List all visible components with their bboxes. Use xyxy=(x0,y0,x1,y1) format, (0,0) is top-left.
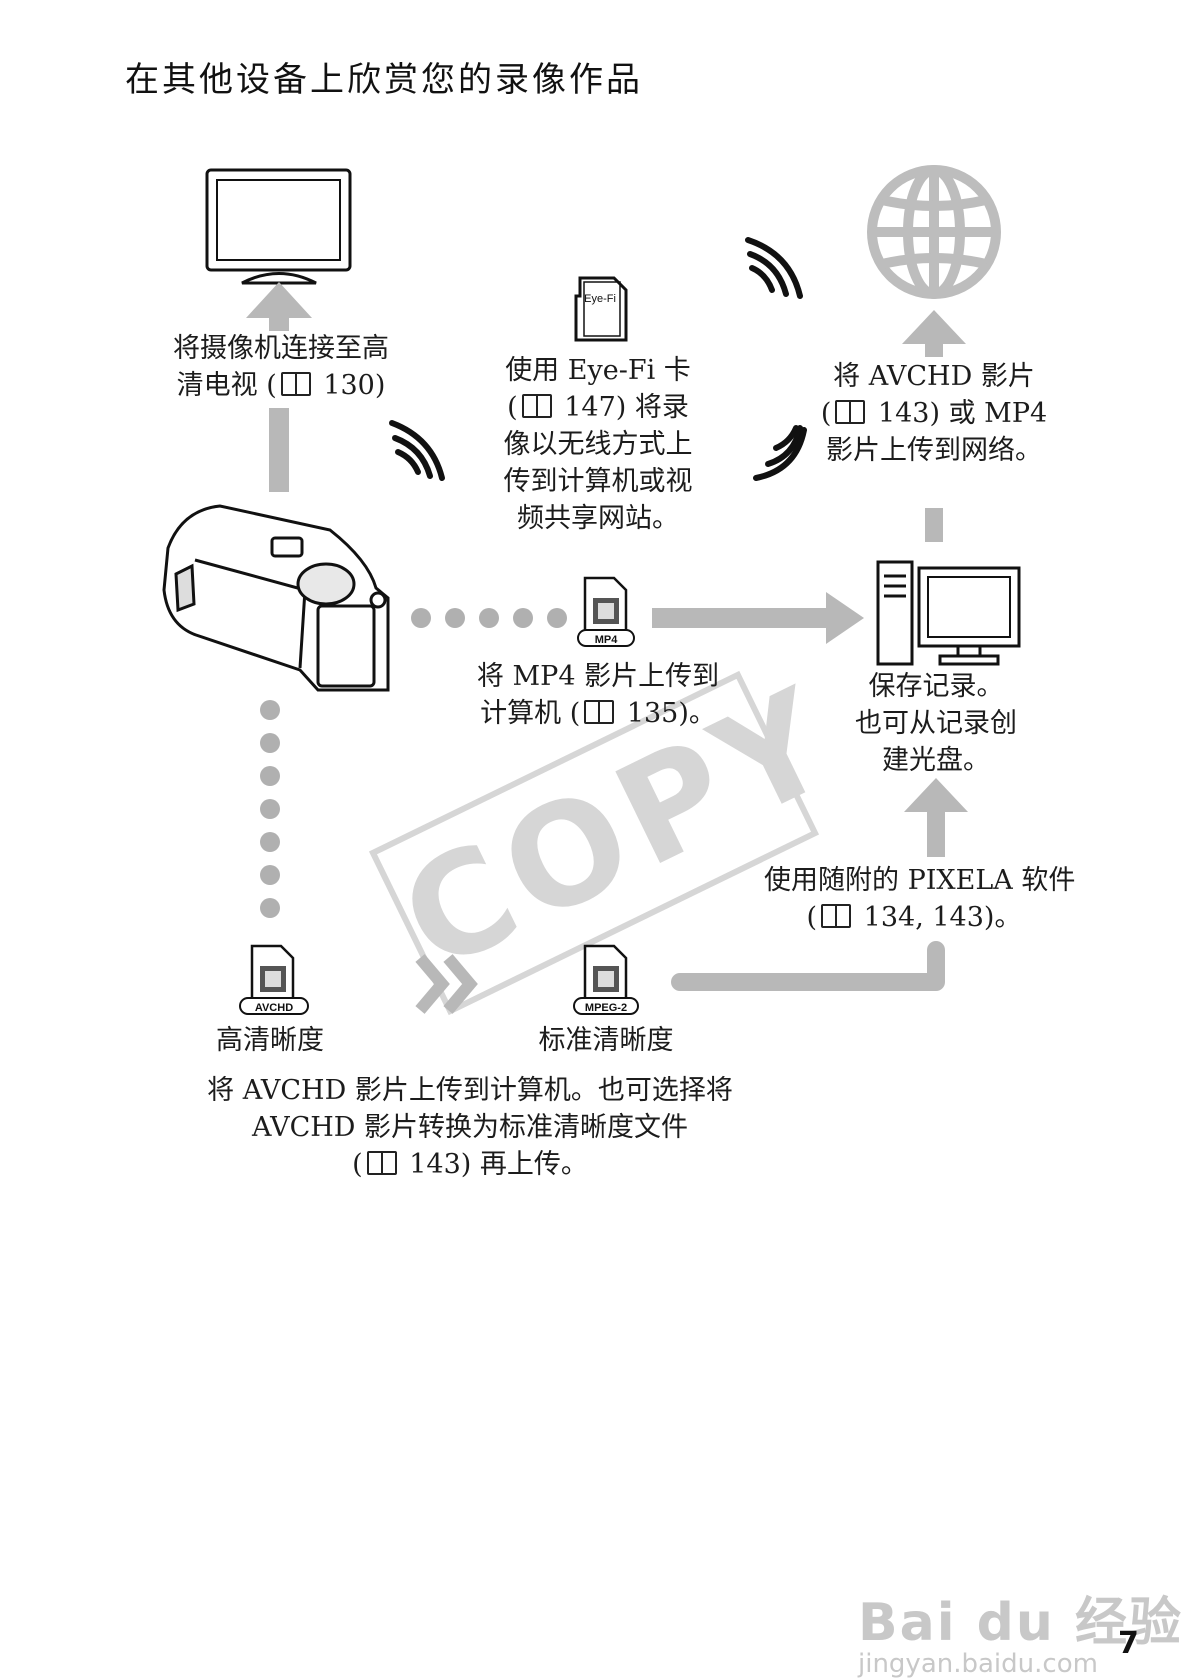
book-icon xyxy=(280,372,311,396)
mp4-file-icon xyxy=(577,576,635,647)
camcorder-icon xyxy=(162,504,390,692)
eyefi-caption-line4: 传到计算机或视 xyxy=(503,466,693,497)
pixela-caption-line2: ( 134, 143)。 xyxy=(764,899,1064,936)
convert-caption-line3: ( 143) 再上传。 xyxy=(170,1146,770,1183)
arrow-pixela-up xyxy=(904,778,968,857)
pc-caption-line3: 建光盘。 xyxy=(882,745,990,776)
tv-caption-line2-a: 清电视 ( xyxy=(176,370,277,401)
avchd-caption: 高清晰度 xyxy=(190,1022,350,1059)
eyefi-caption-line2-a: ( xyxy=(507,392,518,423)
mp4-file-label: MP4 xyxy=(595,634,619,646)
avchd-file-label: AVCHD xyxy=(255,1002,293,1014)
pixela-caption-line2-a: ( xyxy=(806,902,818,933)
tv-caption: 将摄像机连接至高 清电视 ( 130) xyxy=(150,330,412,404)
eyefi-caption-line5: 频共享网站。 xyxy=(517,503,679,534)
pc-caption-line2: 也可从记录创 xyxy=(855,708,1017,739)
arrow-to-globe xyxy=(902,310,966,542)
dotted-line-avchd xyxy=(260,700,280,918)
mpeg2-file-icon xyxy=(573,944,639,1015)
book-icon xyxy=(821,904,852,928)
dotted-line-mp4 xyxy=(411,608,567,628)
pixela-caption-line2-b: 134, 143)。 xyxy=(855,902,1022,933)
convert-caption-line2: AVCHD 影片转换为标准清晰度文件 xyxy=(251,1112,689,1143)
tv-icon xyxy=(205,168,352,285)
baidu-watermark: Bai du 经验 jingyan.baidu.com xyxy=(858,1580,1183,1679)
eyefi-caption-line2-b: 147) 将录 xyxy=(555,392,689,423)
web-caption-line3: 影片上传到网络。 xyxy=(826,435,1042,466)
mp4-caption-line2: 计算机 ( 135)。 xyxy=(468,695,728,732)
page-number: 7 xyxy=(1118,1626,1139,1661)
pc-caption: 保存记录。 也可从记录创 建光盘。 xyxy=(836,668,1036,779)
mp4-caption-line2-a: 计算机 ( xyxy=(480,698,581,729)
mpeg2-file-label: MPEG-2 xyxy=(585,1002,627,1014)
wireless-waves-camera xyxy=(389,420,445,481)
web-caption-line2: ( 143) 或 MP4 xyxy=(812,395,1056,432)
arrow-mpeg2-to-pc xyxy=(671,941,945,991)
globe-icon xyxy=(867,165,1001,299)
convert-caption-line1: 将 AVCHD 影片上传到计算机。也可选择将 xyxy=(207,1075,733,1106)
tv-caption-line1: 将摄像机连接至高 xyxy=(173,333,389,364)
watermark-url: jingyan.baidu.com xyxy=(858,1649,1098,1679)
web-caption-line1: 将 AVCHD 影片 xyxy=(833,361,1035,392)
tv-caption-line2-b: 130) xyxy=(314,370,386,401)
avchd-file-icon xyxy=(239,944,309,1015)
book-icon xyxy=(835,400,866,424)
web-caption: 将 AVCHD 影片 ( 143) 或 MP4 影片上传到网络。 xyxy=(812,358,1056,469)
eyefi-caption-line3: 像以无线方式上 xyxy=(503,429,693,460)
avchd-caption-text: 高清晰度 xyxy=(216,1025,324,1056)
arrow-to-tv xyxy=(246,282,312,492)
pc-icon xyxy=(876,560,1021,666)
page-title: 在其他设备上欣赏您的录像作品 xyxy=(125,60,643,100)
tv-caption-line2: 清电视 ( 130) xyxy=(150,367,412,404)
convert-caption-line3-a: ( xyxy=(352,1149,363,1180)
pixela-caption: 使用随附的 PIXELA 软件 ( 134, 143)。 xyxy=(764,862,1076,936)
mpeg2-caption: 标准清晰度 xyxy=(506,1022,706,1059)
eyefi-card-icon xyxy=(574,276,628,342)
eyefi-caption-line2: ( 147) 将录 xyxy=(478,389,718,426)
double-chevron-icon xyxy=(415,954,478,1014)
eyefi-caption-line1: 使用 Eye-Fi 卡 xyxy=(505,355,691,386)
arrow-to-pc xyxy=(652,592,864,644)
wireless-waves-lower xyxy=(753,425,807,481)
pixela-caption-line1: 使用随附的 PIXELA 软件 xyxy=(764,865,1076,896)
eyefi-card-label: Eye-Fi xyxy=(584,293,616,305)
book-icon xyxy=(366,1151,397,1175)
mpeg2-caption-text: 标准清晰度 xyxy=(538,1025,674,1056)
web-caption-line2-b: 143) 或 MP4 xyxy=(869,398,1048,429)
convert-caption-line3-b: 143) 再上传。 xyxy=(400,1149,588,1180)
eyefi-caption: 使用 Eye-Fi 卡 ( 147) 将录 像以无线方式上 传到计算机或视 频共… xyxy=(478,352,718,537)
web-caption-line2-a: ( xyxy=(820,398,832,429)
mp4-caption: 将 MP4 影片上传到 计算机 ( 135)。 xyxy=(468,658,728,732)
convert-caption: 将 AVCHD 影片上传到计算机。也可选择将 AVCHD 影片转换为标准清晰度文… xyxy=(170,1072,770,1183)
book-icon xyxy=(521,394,552,418)
mp4-caption-line2-b: 135)。 xyxy=(618,698,716,729)
pc-caption-line1: 保存记录。 xyxy=(868,671,1004,702)
watermark-brand: Bai du 经验 xyxy=(858,1593,1183,1653)
book-icon xyxy=(584,700,615,724)
wireless-waves-upper xyxy=(745,237,803,299)
mp4-caption-line1: 将 MP4 影片上传到 xyxy=(476,661,720,692)
